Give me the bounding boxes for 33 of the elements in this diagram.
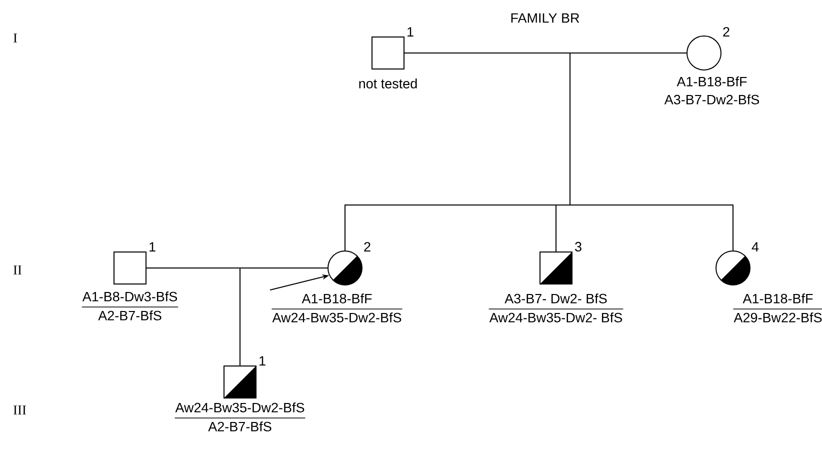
haplotype-label: A1-B8-Dw3-BfS xyxy=(82,292,178,302)
haplotype-label: A2-B7-BfS xyxy=(98,310,162,320)
generation-numeral: III xyxy=(14,406,26,414)
individual-number: 1 xyxy=(408,27,414,36)
haplotype-label: A3-B7- Dw2- BfS xyxy=(504,294,607,304)
individual-number: 4 xyxy=(752,242,759,252)
male-square xyxy=(372,36,404,70)
individual-number: 2 xyxy=(723,27,730,36)
haplotype-label: A1-B18-BfF xyxy=(676,76,747,86)
female-circle xyxy=(686,36,722,70)
title: FAMILY BR xyxy=(511,13,580,23)
haplotype-label: A1-B18-BfF xyxy=(742,294,813,304)
individual-number: 2 xyxy=(364,242,370,252)
haplotype-label: A3-B7-Dw2-BfS xyxy=(664,94,760,104)
male-square xyxy=(540,252,572,284)
haplotype-label: A29-Bw22-BfS xyxy=(734,312,822,322)
haplotype-label: A1-B18-BfF xyxy=(302,294,372,304)
individual-number: 1 xyxy=(260,356,266,366)
female-circle xyxy=(716,250,750,286)
female-circle xyxy=(328,250,362,286)
generation-numeral: I xyxy=(14,34,18,42)
haplotype-label: Aw24-Bw35-Dw2-BfS xyxy=(272,312,402,322)
haplotype-label: Aw24-Bw35-Dw2-BfS xyxy=(175,402,304,412)
individual-number: 3 xyxy=(575,242,582,252)
descent-line xyxy=(240,268,328,366)
male-square xyxy=(224,366,256,398)
descent-line xyxy=(570,52,734,251)
generation-numeral: II xyxy=(14,266,22,274)
haplotype-label: A2-B7-BfS xyxy=(208,422,272,432)
status-note: not tested xyxy=(359,78,417,88)
male-square xyxy=(114,252,146,284)
individual-number: 1 xyxy=(150,242,156,252)
haplotype-label: Aw24-Bw35-Dw2- BfS xyxy=(489,312,622,322)
